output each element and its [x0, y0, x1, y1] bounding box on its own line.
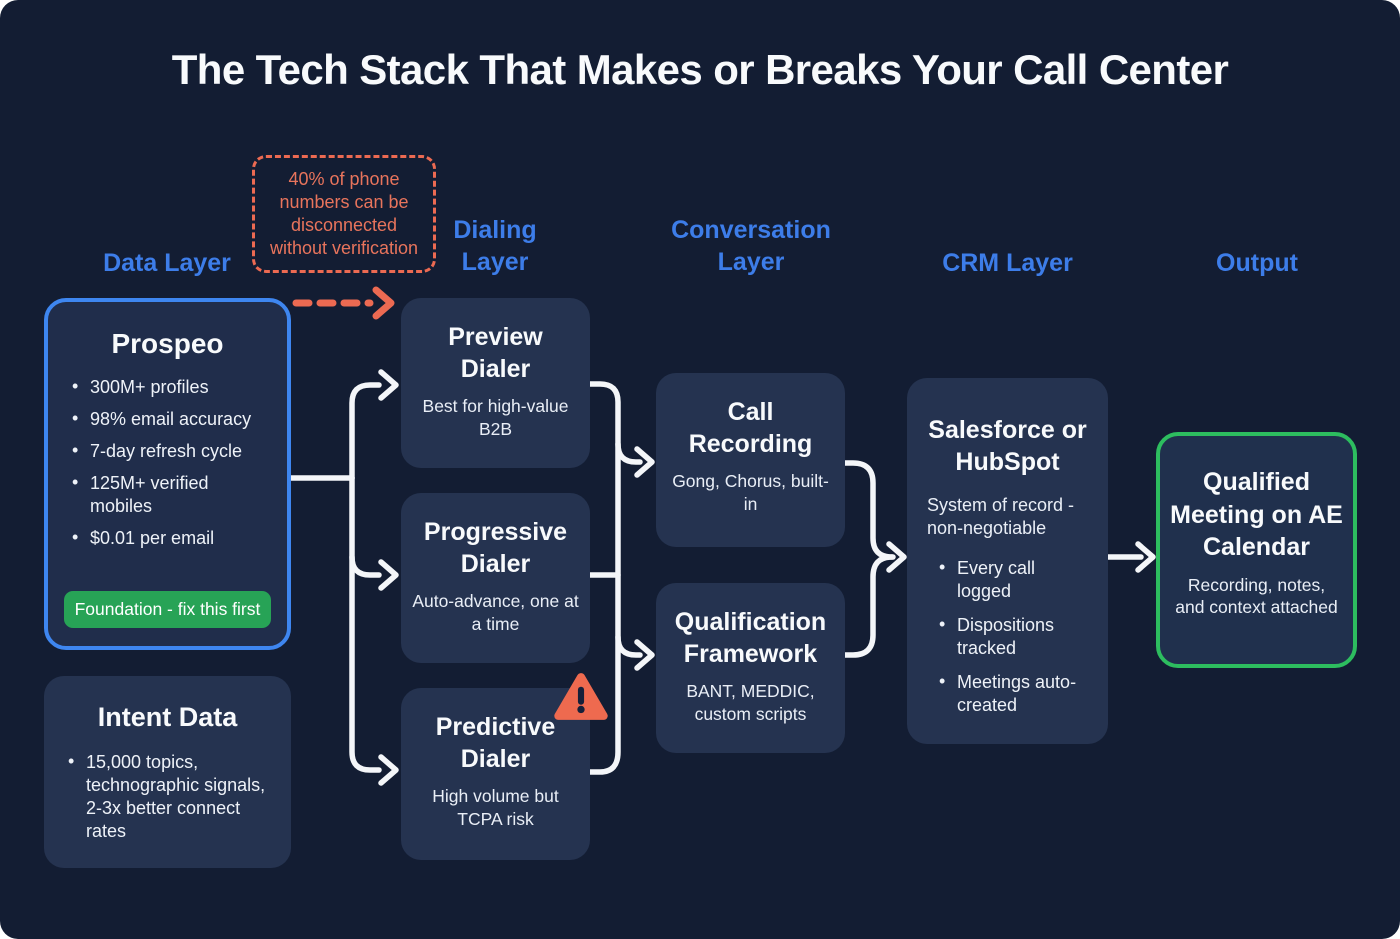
progressive-dialer-title: Progressive Dialer	[423, 518, 568, 578]
qualification-framework-title: Qualification Framework	[674, 608, 827, 668]
preview-dialer-card: Preview Dialer Best for high-value B2B	[401, 298, 590, 468]
column-header-conversation-layer: Conversation Layer	[671, 216, 831, 276]
warning-arrowhead-icon	[372, 286, 395, 320]
arrowhead-icon	[378, 369, 399, 401]
arrowhead-icon	[378, 754, 399, 786]
predictive-dialer-title: Predictive Dialer	[435, 713, 556, 773]
preview-dialer-subtitle: Best for high-value B2B	[422, 396, 569, 439]
bullet-item: 125M+ verified mobiles	[72, 471, 275, 518]
qualification-framework-card: Qualification Framework BANT, MEDDIC, cu…	[656, 583, 845, 753]
arrowhead-icon	[634, 446, 655, 478]
progressive-dialer-card: Progressive Dialer Auto-advance, one at …	[401, 493, 590, 663]
output-subtitle: Recording, notes, and context attached	[1175, 574, 1338, 618]
bullet-item: Every call logged	[939, 556, 1090, 603]
page-title: The Tech Stack That Makes or Breaks Your…	[171, 46, 1229, 93]
intent-data-bullet-list: 15,000 topics, technographic signals, 2-…	[44, 750, 291, 843]
call-recording-card: Call Recording Gong, Chorus, built-in	[656, 373, 845, 547]
output-card: Qualified Meeting on AE Calendar Recordi…	[1156, 432, 1357, 668]
prospeo-bullet-list: 300M+ profiles 98% email accuracy 7-day …	[48, 375, 287, 550]
intent-data-card: Intent Data 15,000 topics, technographic…	[44, 676, 291, 868]
predictive-dialer-card: Predictive Dialer High volume but TCPA r…	[401, 688, 590, 860]
arrowhead-icon	[1135, 541, 1156, 573]
arrowhead-icon	[378, 559, 399, 591]
foundation-badge: Foundation - fix this first	[64, 591, 271, 628]
bullet-item: 98% email accuracy	[72, 407, 275, 431]
column-header-dialing-layer: Dialing Layer	[453, 216, 537, 276]
bullet-item: 300M+ profiles	[72, 375, 275, 399]
preview-dialer-title: Preview Dialer	[448, 323, 543, 383]
crm-title: Salesforce or HubSpot	[928, 416, 1087, 476]
call-recording-title: Call Recording	[688, 398, 813, 458]
arrowhead-icon	[634, 639, 655, 671]
bullet-item: Dispositions tracked	[939, 613, 1090, 660]
prospeo-card: Prospeo 300M+ profiles 98% email accurac…	[44, 298, 291, 650]
crm-card: Salesforce or HubSpot System of record -…	[907, 378, 1108, 744]
column-header-output: Output	[1216, 249, 1298, 277]
bullet-item: $0.01 per email	[72, 526, 275, 550]
intent-data-title: Intent Data	[97, 702, 238, 732]
bullet-item: 15,000 topics, technographic signals, 2-…	[68, 750, 279, 843]
bullet-item: Meetings auto-created	[939, 670, 1090, 717]
progressive-dialer-subtitle: Auto-advance, one at a time	[412, 591, 579, 634]
warning-callout: 40% of phone numbers can be disconnected…	[252, 155, 436, 273]
predictive-dialer-subtitle: High volume but TCPA risk	[432, 786, 559, 829]
warning-callout-text: 40% of phone numbers can be disconnected…	[269, 168, 419, 259]
arrowhead-icon	[886, 541, 907, 573]
column-header-crm-layer: CRM Layer	[942, 249, 1073, 277]
qualification-framework-subtitle: BANT, MEDDIC, custom scripts	[686, 681, 815, 724]
crm-bullet-list: Every call logged Dispositions tracked M…	[925, 556, 1090, 717]
call-recording-subtitle: Gong, Chorus, built-in	[672, 471, 829, 514]
crm-subtitle: System of record - non-negotiable	[927, 495, 1075, 539]
bullet-item: 7-day refresh cycle	[72, 439, 275, 463]
prospeo-title: Prospeo	[111, 328, 224, 359]
output-title: Qualified Meeting on AE Calendar	[1170, 468, 1343, 561]
warning-triangle-icon	[554, 673, 608, 720]
column-header-data-layer: Data Layer	[103, 249, 231, 277]
